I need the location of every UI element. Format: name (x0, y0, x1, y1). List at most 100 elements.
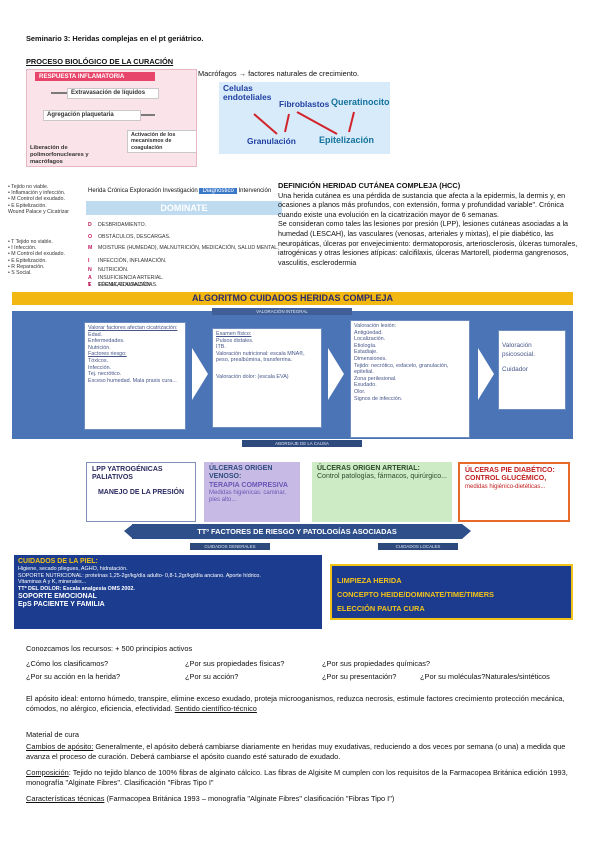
dominate-value: NUTRICIÓN. (98, 267, 129, 273)
list-item: • R Reparación. (8, 263, 45, 270)
list-item: • Tejido no viable. (8, 184, 49, 190)
page-title: Seminario 3: Heridas complejas en el pt … (26, 34, 204, 43)
algorithm-title: ALGORITMO CUIDADOS HERIDAS COMPLEJA (12, 292, 573, 305)
dominate-row: O OBSTÁCULOS, DESCARGAS. (86, 233, 282, 242)
growth-factors-figure: Celulas endoteliales Fibroblastos Querat… (219, 82, 390, 154)
subbar-cuidados-generales: CUIDADOS GENERALES (190, 543, 270, 550)
question: ¿Por su presentación? (322, 672, 397, 681)
dominate-key: I (88, 258, 90, 264)
label-epitelizacion: Epitelización (319, 135, 375, 145)
card-extra: medidas higiénico-dietéticas... (465, 483, 546, 490)
box-line: Localización. (354, 336, 386, 343)
box-line: Cuidador (502, 366, 528, 373)
question: ¿Cómo los clasificamos? (26, 659, 109, 668)
dominate-value: MOISTURE (HUMEDAD), MALNUTRICIÓN, MEDICA… (98, 245, 279, 251)
care-line: Vitaminas A y K, minerales... (18, 579, 87, 586)
box-line: Tóxicos. (88, 357, 109, 364)
time-dominate-figure: • Tejido no viable. • Inflamación y infe… (4, 181, 284, 289)
subbar-valoracion: VALORACIÓN INTEGRAL (212, 308, 352, 315)
list-item: • I Infección. (8, 245, 37, 252)
label-celulas-endoteliales: Celulas endoteliales (223, 83, 272, 102)
time-step: Investigación (162, 188, 198, 194)
dominate-key: O (88, 234, 93, 240)
hcc-paragraph-1: Una herida cutánea es una pérdida de sus… (278, 190, 566, 219)
chevron-right-icon (192, 348, 208, 400)
box-line: Valoración lesión: (354, 323, 397, 329)
box-line: Exceso humedad. Mala praxis cura... (88, 377, 177, 384)
local-care-line: LIMPIEZA HERIDA (337, 576, 402, 585)
box-line: Valoración psicosocial. (502, 342, 536, 358)
card-title: ÚLCERAS ORIGEN VENOSO: (209, 465, 273, 481)
subbar-cuidados-locales: CUIDADOS LOCALES (378, 543, 458, 550)
local-care-line: ELECCIÓN PAUTA CURA (337, 604, 425, 613)
dominate-key: D (88, 222, 92, 228)
card-extra: Medidas higiénicas: caminar, pies alto..… (209, 490, 287, 504)
chevron-right-icon (478, 348, 494, 400)
box-exam: Examen físico: Pulsos distales. ITB. Val… (212, 328, 322, 428)
list-item: • E Epitelización. (8, 202, 47, 209)
chevron-right-icon (328, 348, 344, 400)
resources-intro: Conozcamos los recursos: + 500 principio… (26, 644, 193, 653)
dominate-row-last: E EDEMA, EDUCACIÓN. (86, 281, 152, 289)
fig1-arrow (51, 92, 67, 94)
local-care-line: CONCEPTO HEIDE/DOMINATE/TIME/TIMERS (337, 590, 494, 599)
dominate-value: OBSTÁCULOS, DESCARGAS. (98, 234, 171, 240)
local-care-box: LIMPIEZA HERIDA CONCEPTO HEIDE/DOMINATE/… (330, 564, 573, 620)
box-line: Olor. (354, 388, 366, 395)
material-paragraph-2: Composición: Tejido no tejido blanco de … (26, 768, 581, 787)
hcc-definition: DEFINICIÓN HERIDAD CUTÁNEA COMPLEJA (HCC… (278, 181, 578, 267)
label-granulacion: Granulación (247, 136, 296, 146)
dominate-value: DESBRIDAMIENTO. (98, 222, 147, 228)
box-line: Etiología. (354, 342, 377, 349)
macrophage-text: Macrófagos → factores naturales de creci… (198, 69, 360, 78)
time-step: Diagnóstico (199, 188, 237, 194)
dominate-value: EDEMA, EDUCACIÓN. (98, 282, 152, 288)
material-text: Generalmente, el apósito deberá cambiars… (26, 742, 566, 761)
arrow-to-granulacion (284, 113, 290, 133)
algorithm-figure: ALGORITMO CUIDADOS HERIDAS COMPLEJA VALO… (12, 292, 573, 551)
card-title: LPP YATROGÉNICAS PALIATIVOS (92, 466, 163, 482)
arrow-left-icon (124, 524, 133, 539)
box-line: Examen físico: (216, 331, 252, 337)
section-title-curacion: PROCESO BIOLÓGICO DE LA CURACIÓN (26, 57, 174, 66)
ideal-dressing: El apósito ideal: entorno húmedo, transp… (26, 694, 576, 713)
question: ¿Por su moléculas?Naturales/sintéticos (420, 672, 550, 681)
box-line: Edad. (88, 331, 103, 338)
hei-di-bar: Herida Crónica Exploración Investigación… (88, 185, 284, 197)
time-list-bottom: • T Tejido no viable. • I Infección. • M… (8, 239, 86, 276)
general-care-box: CUIDADOS DE LA PIEL: Higiene, secado pli… (14, 555, 322, 629)
material-paragraph-1: Cambios de apósito: Generalmente, el apó… (26, 742, 581, 761)
list-item: • T Tejido no viable. (8, 239, 53, 245)
box-line: Zona perilesional. (354, 375, 397, 382)
material-label: Composición (26, 768, 69, 777)
box-line: ITB. (216, 344, 226, 351)
box-line: Dimensiones. (354, 355, 387, 362)
card-lpp: LPP YATROGÉNICAS PALIATIVOS MANEJO DE LA… (86, 462, 196, 522)
question: ¿Por sus propiedades físicas? (185, 659, 285, 668)
question: ¿Por sus propiedades químicas? (322, 659, 431, 668)
arrow-to-epitelizacion (296, 111, 338, 135)
card-body: TERAPIA COMPRESIVA (209, 481, 288, 489)
list-item: • S Social. (8, 270, 32, 277)
list-item: • M Control del exudado. (8, 196, 65, 203)
arrow-to-granulacion (253, 113, 278, 135)
card-arterial: ÚLCERAS ORIGEN ARTERIAL: Control patolog… (312, 462, 452, 522)
label-queratinocitos: Queratinocitos (331, 97, 390, 107)
dominate-key: E (88, 282, 92, 288)
box-line: Enfermedades. (88, 338, 125, 345)
material-text: : Tejido no tejido blanco de 100% fibras… (26, 768, 568, 787)
time-step: Herida (88, 188, 106, 194)
list-item: Wound Palace y Cicatrizar (8, 208, 70, 215)
time-step: Crónica (107, 188, 129, 194)
box-line: Tej. necrótico. (88, 371, 122, 378)
subbar-abordaje: ABORDAJE DE LA CAUSA (242, 440, 362, 447)
box-line: Valorar factores afectan cicatrización: (88, 325, 178, 331)
question: ¿Por su acción? (185, 672, 239, 681)
risk-factors-bar: TTº FACTORES DE RIESGO Y PATOLOGÍAS ASOC… (132, 524, 462, 539)
time-step: Exploración (129, 188, 162, 194)
box-line: Infección. (88, 364, 112, 371)
material-text: (Farmacopea Británica 1993 – monografía … (104, 794, 395, 803)
